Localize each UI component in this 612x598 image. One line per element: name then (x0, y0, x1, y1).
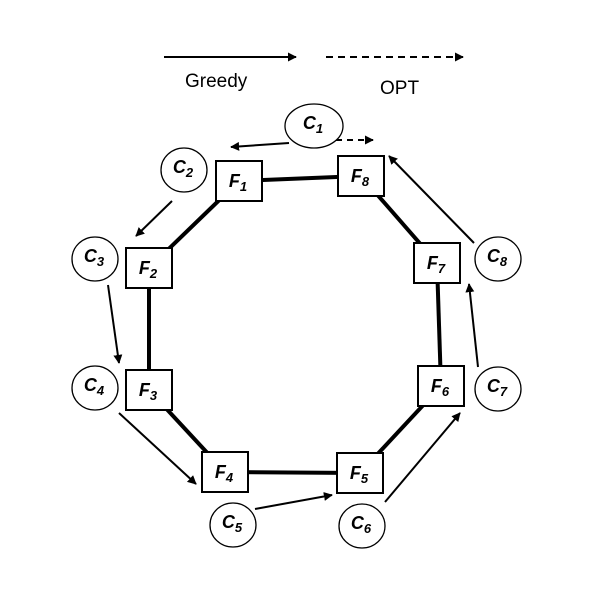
facility-box (337, 155, 385, 197)
client-c8-label: C8 (487, 246, 508, 269)
greedy-arrow-c4-f4 (118, 412, 197, 485)
client-circle (474, 366, 522, 412)
greedy-arrow-c2-f2 (135, 200, 173, 237)
client-c7: C7 (474, 366, 522, 412)
assignment-arrows (107, 135, 479, 510)
client-c6: C6 (338, 503, 386, 549)
facility-f6: F6 (417, 365, 465, 407)
client-c2: C2 (160, 147, 208, 193)
client-c4: C4 (71, 365, 119, 411)
facility-f8: F8 (337, 155, 385, 197)
client-c8: C8 (474, 236, 522, 282)
facility-f4: F4 (201, 451, 249, 493)
client-c7-label: C7 (487, 376, 508, 399)
client-c2-label: C2 (173, 157, 194, 180)
client-circle (284, 103, 344, 149)
facility-box (417, 365, 465, 407)
greedy-arrow-c1-f1 (230, 141, 290, 151)
facility-ring (147, 174, 443, 475)
client-c1-label: C1 (303, 113, 323, 136)
client-circle (160, 147, 208, 193)
facility-box (201, 451, 249, 493)
client-circle (71, 365, 119, 411)
facility-f2: F2 (125, 247, 173, 289)
client-c3-label: C3 (84, 246, 105, 269)
facility-box (215, 160, 263, 202)
client-c4-label: C4 (84, 375, 105, 398)
facility-box (413, 242, 461, 284)
client-circle (209, 502, 257, 548)
greedy-legend-label: Greedy (185, 71, 248, 92)
greedy-arrow-c7-f7 (465, 283, 479, 368)
facility-f2-label: F2 (139, 258, 158, 281)
greedy-arrow-c6-f6 (384, 412, 461, 503)
facility-box (336, 452, 384, 494)
greedy-arrow-c5-f5 (254, 492, 333, 510)
facility-f8-label: F8 (351, 166, 370, 189)
client-c6-label: C6 (351, 513, 372, 536)
facility-f1-label: F1 (229, 171, 247, 194)
facility-f7: F7 (413, 242, 461, 284)
client-circle (71, 236, 119, 282)
facility-f3-label: F3 (139, 380, 158, 403)
opt-legend-label: OPT (380, 78, 419, 99)
greedy-arrow-c8-f8 (388, 155, 475, 244)
facility-f3: F3 (125, 369, 173, 411)
facility-f4-label: F4 (215, 462, 234, 485)
facility-f1: F1 (215, 160, 263, 202)
client-circle (338, 503, 386, 549)
client-c5: C5 (209, 502, 257, 548)
facility-f5-label: F5 (350, 463, 369, 486)
facility-box (125, 247, 173, 289)
facility-f7-label: F7 (427, 253, 446, 276)
client-c3: C3 (71, 236, 119, 282)
client-circle (474, 236, 522, 282)
facility-f6-label: F6 (431, 376, 450, 399)
client-c5-label: C5 (222, 512, 243, 535)
facility-box (125, 369, 173, 411)
client-c1: C1 (284, 103, 344, 149)
greedy-arrow-c3-f3 (107, 284, 123, 364)
legend: Greedy OPT (164, 52, 464, 99)
facility-f5: F5 (336, 452, 384, 494)
